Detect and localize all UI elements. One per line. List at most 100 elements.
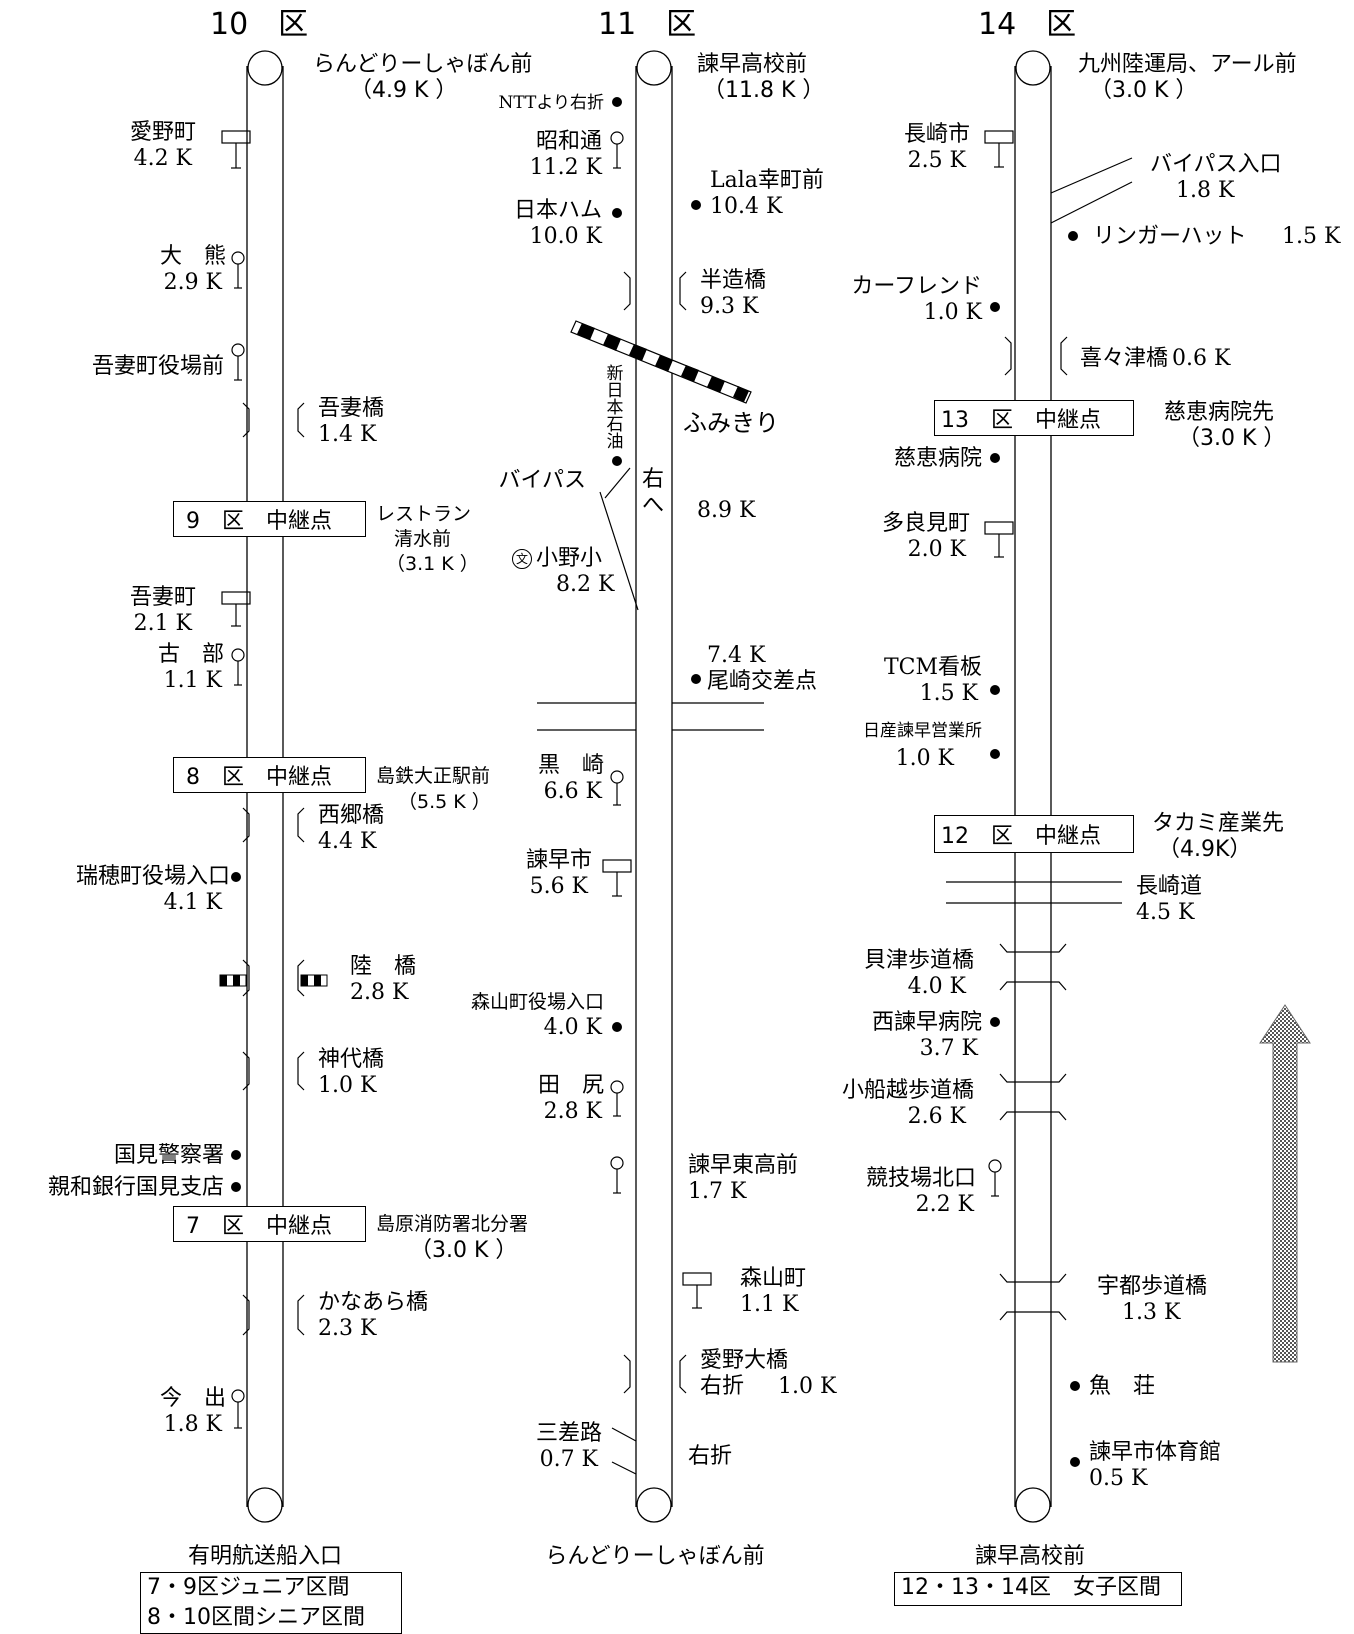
landmark-name: バイパス入口: [1150, 152, 1282, 177]
landmark-distance: 0.5 K: [1089, 1466, 1148, 1491]
landmark-name: カーフレンド: [851, 274, 982, 299]
landmark-name: 西郷橋: [318, 803, 385, 828]
landmark-distance: 3.7 K: [919, 1036, 978, 1061]
road-sign-icon: [984, 130, 1014, 168]
footbridge-icon: [999, 1073, 1067, 1121]
route-road-14: [1014, 50, 1052, 1523]
bridge-icon: [242, 402, 305, 438]
start-point-distance: （3.0 K ）: [1090, 78, 1198, 103]
landmark-name: 田 尻: [537, 1073, 604, 1098]
relay-station-distance: （5.5 K ）: [398, 791, 491, 813]
road-sign-icon: [602, 859, 632, 897]
dot-marker-icon: [990, 685, 1000, 695]
start-point-distance: （11.8 K ）: [703, 78, 825, 103]
landmark-distance: 4.4 K: [318, 829, 377, 854]
landmark-distance: 2.2 K: [915, 1192, 974, 1217]
dot-marker-icon: [612, 97, 622, 107]
relay-station-name: 清水前: [394, 528, 452, 550]
landmark-name: 西諫早病院: [871, 1010, 982, 1035]
landmark-distance: 1.8 K: [163, 1412, 222, 1437]
bridge-icon: [623, 1354, 687, 1394]
start-point-name: らんどりーしゃぼん前: [313, 52, 533, 77]
landmark-name: 今 出: [159, 1386, 226, 1411]
road-sign-icon: [984, 521, 1014, 558]
landmark-distance: 1.0 K: [895, 746, 954, 771]
dot-marker-icon: [612, 208, 622, 218]
landmark-name: 喜々津橋: [1080, 346, 1169, 371]
landmark-name: 大 熊: [159, 244, 226, 269]
landmark-name: 尾崎交差点: [707, 669, 818, 694]
landmark-name: 黒 崎: [537, 753, 604, 778]
landmark-name: 長崎道: [1136, 874, 1203, 899]
end-point-name: 有明航送船入口: [187, 1544, 342, 1569]
landmark-name: 長崎市: [903, 122, 970, 147]
landmark-distance: 1.1 K: [740, 1292, 799, 1317]
column-header-11: 11 区: [598, 7, 697, 42]
relay-station-box: 7 区 中継点: [173, 1206, 366, 1242]
landmark-name: 宇都歩道橋: [1097, 1274, 1208, 1299]
bus-stop-icon: [231, 343, 245, 381]
landmark-name: 愛野町: [129, 120, 196, 145]
turn-direction-label: 右へ: [641, 467, 664, 518]
legend-line: 12・13・14区 女子区間: [901, 1575, 1161, 1600]
relay-station-name: 島鉄大正駅前: [376, 765, 491, 787]
relay-station-distance: （4.9K）: [1158, 837, 1252, 862]
landmark-distance: 1.0 K: [318, 1073, 377, 1098]
bus-stop-icon: [610, 770, 624, 806]
railway-crossing-icon: [242, 959, 305, 997]
road-sign-icon: [682, 1272, 712, 1309]
dot-marker-icon: [990, 1017, 1000, 1027]
footbridge-icon: [999, 1273, 1067, 1321]
landmark-distance: 6.6 K: [543, 779, 602, 804]
bus-stop-icon: [988, 1159, 1002, 1197]
road-sign-icon: [221, 130, 251, 169]
relay-station-name: レストラン: [376, 503, 472, 525]
landmark-name: 貝津歩道橋: [863, 948, 974, 973]
road-branch-icon: [599, 467, 639, 611]
landmark-name: リンガーハット: [1093, 224, 1247, 249]
section-legend: 12・13・14区 女子区間: [894, 1572, 1182, 1606]
dot-marker-icon: [990, 453, 1000, 463]
landmark-distance: 10.0 K: [529, 224, 602, 249]
bus-stop-icon: [231, 648, 245, 686]
section-legend: 7・9区ジュニア区間 8・10区間シニア区間: [140, 1572, 402, 1634]
landmark-distance: 2.8 K: [543, 1099, 602, 1124]
school-icon: 文: [512, 546, 532, 572]
landmark-name: 昭和通: [535, 129, 602, 154]
landmark-name: 日産諫早営業所: [863, 721, 982, 741]
landmark-distance: 1.5 K: [1282, 224, 1341, 249]
relay-station-box: 9 区 中継点: [173, 501, 366, 537]
route-road-11: [635, 50, 673, 1523]
landmark-distance: 2.0 K: [907, 537, 966, 562]
bypass-label: バイパス: [498, 468, 586, 493]
road-branch-icon: [611, 1427, 637, 1475]
dot-marker-icon: [612, 1022, 622, 1032]
road-branch-icon: [1050, 157, 1133, 224]
landmark-name: 愛野大橋: [700, 1348, 789, 1373]
dot-marker-icon: [990, 302, 1000, 312]
landmark-distance: 2.5 K: [907, 148, 966, 173]
landmark-name: 多良見町: [881, 511, 970, 536]
landmark-distance: 4.0 K: [543, 1015, 602, 1040]
landmark-distance: 7.4 K: [707, 643, 766, 668]
relay-station-name: 島原消防署北分署: [376, 1213, 529, 1235]
landmark-distance: 1.5 K: [919, 681, 978, 706]
bridge-icon: [623, 271, 687, 311]
railway-crossing-label: ふみきり: [683, 409, 779, 437]
landmark-name: かなあら橋: [318, 1290, 429, 1315]
dot-marker-icon: [1070, 1457, 1080, 1467]
landmark-name: TCM看板: [883, 655, 982, 680]
relay-station-distance: （3.0 K ）: [410, 1238, 518, 1263]
landmark-name: 半造橋: [700, 268, 767, 293]
landmark-distance: 2.1 K: [133, 611, 192, 636]
landmark-distance: 2.3 K: [318, 1316, 377, 1341]
turn-direction-label: 右折: [700, 1374, 745, 1399]
dot-marker-icon: [1070, 1381, 1080, 1391]
railway-track-icon: [219, 974, 328, 987]
relay-station-box: 8 区 中継点: [173, 757, 366, 793]
landmark-distance: 11.2 K: [529, 155, 602, 180]
legend-line: 7・9区ジュニア区間: [147, 1575, 350, 1600]
turn-direction-label: 右折: [688, 1444, 733, 1469]
landmark-name: 森山町役場入口: [470, 991, 604, 1013]
